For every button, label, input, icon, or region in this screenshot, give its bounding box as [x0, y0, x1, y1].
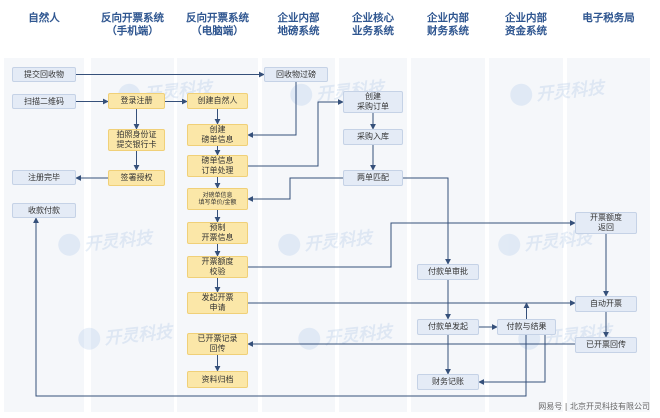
arrow-16 [403, 177, 451, 265]
step-t-done: 已开票回传 [575, 337, 637, 353]
step-f-start: 付款单发起 [417, 319, 479, 335]
step-p-record: 已开票记录 回传 [187, 333, 248, 355]
step-p-fill: 对磅单信息 填写单价/金额 [187, 188, 248, 210]
step-m-sign: 签署授权 [108, 170, 165, 186]
step-p-preinvoice: 预制 开票信息 [187, 222, 248, 244]
step-p-create: 创建自然人 [187, 93, 248, 109]
step-m-login: 登录注册 [108, 93, 165, 109]
step-b-match: 两单匹配 [343, 170, 403, 186]
step-p-archive: 资料归档 [187, 371, 248, 388]
step-p-issue: 发起开票 申请 [187, 292, 248, 314]
step-p-check: 开票额度 校验 [187, 256, 248, 278]
lane-header-mobile: 反向开票系统 （手机端） [101, 12, 164, 37]
step-t-quota: 开票额度 返回 [575, 212, 637, 234]
lane-tax [567, 58, 650, 412]
arrow-9 [248, 99, 344, 167]
arrow-17 [248, 220, 576, 268]
step-b-stock: 采购入库 [343, 129, 403, 145]
arrow-12 [247, 177, 343, 202]
step-f-review: 付款单审批 [417, 264, 479, 280]
lane-weigh [262, 58, 335, 412]
step-f-ledger: 财务记账 [417, 374, 479, 390]
arrow-7 [247, 82, 297, 138]
lane-mobile [91, 58, 174, 412]
lane-header-fund: 企业内部 资金系统 [505, 12, 547, 37]
lane-header-weigh: 企业内部 地磅系统 [277, 12, 320, 37]
arrow-28 [478, 335, 546, 385]
lane-header-tax: 电子税务局 [582, 12, 635, 24]
step-fd-pay: 付款与结果 [497, 319, 556, 335]
step-p-weigh-info: 创建 磅单信息 [187, 124, 248, 146]
step-m-photo: 拍照身份证 提交银行卡 [108, 129, 165, 151]
footer-credit: 网易号 | 北京开灵科技有限公司 [538, 402, 650, 411]
step-p-order: 磅单信息 订单处理 [187, 155, 248, 177]
arrow-29 [33, 217, 527, 397]
step-s-submit: 提交回收物 [12, 67, 76, 82]
step-b-po: 创建 采购订单 [343, 91, 403, 113]
step-w-weigh: 回收物过磅 [264, 67, 328, 82]
step-s-receive: 收款付款 [12, 203, 76, 218]
step-s-reg-done: 注册完毕 [12, 170, 76, 185]
lane-natural [4, 58, 84, 412]
lane-header-fin: 企业内部 财务系统 [427, 12, 469, 37]
step-s-scan: 扫描二维码 [12, 94, 76, 109]
lane-header-natural: 自然人 [28, 12, 60, 24]
lane-header-biz: 企业核心 业务系统 [352, 12, 394, 37]
step-t-auto: 自动开票 [575, 296, 637, 312]
lane-header-pc: 反向开票系统 （电脑端） [186, 12, 249, 37]
